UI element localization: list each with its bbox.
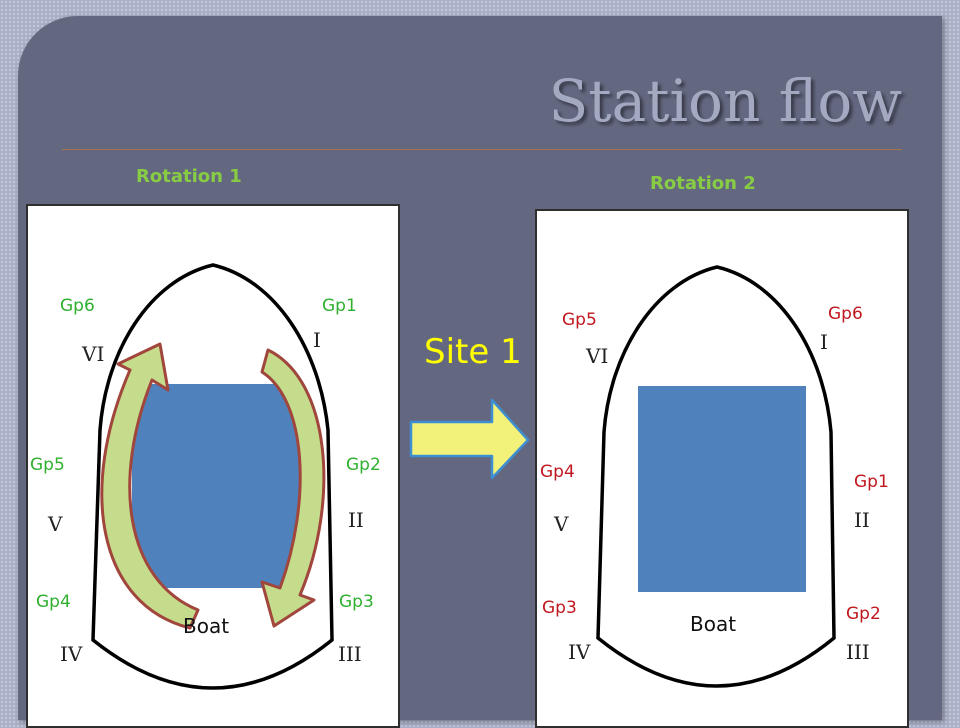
r2-group-station-iv: Gp3 [542,598,577,618]
r2-station-iv: IV [568,640,591,664]
rotation-2-label: Rotation 2 [650,173,756,194]
slide-title: Station flow [548,67,902,135]
r1-group-station-ii: Gp2 [346,455,381,475]
r2-group-station-ii: Gp1 [854,472,889,492]
r1-station-iii: III [338,642,362,666]
r1-station-vi: VI [82,342,105,366]
r2-group-station-i: Gp6 [828,304,863,324]
r1-group-station-i: Gp1 [322,296,357,316]
r2-station-iii: III [846,640,870,664]
r1-group-station-vi: Gp6 [60,296,95,316]
r2-group-station-vi: Gp5 [562,310,597,330]
r1-group-station-iii: Gp3 [339,592,374,612]
r2-station-vi: VI [586,344,609,368]
r1-group-station-v: Gp5 [30,455,65,475]
title-divider [62,149,902,150]
site-label: Site 1 [424,332,522,372]
rotation-1-flow-arrows [100,342,326,630]
r1-station-v: V [48,512,63,536]
rotation-2-boat-body [638,386,806,592]
r1-group-station-iv: Gp4 [36,592,71,612]
r1-station-iv: IV [60,642,83,666]
r2-station-i: I [820,330,828,354]
r2-group-station-v: Gp4 [540,462,575,482]
r2-boat-label: Boat [690,612,737,636]
flow-arrow-right-icon [260,348,326,628]
r2-station-v: V [554,512,569,536]
r2-group-station-iii: Gp2 [846,604,881,624]
r1-station-i: I [313,328,321,352]
r1-station-ii: II [348,508,364,532]
rotation-1-label: Rotation 1 [136,166,242,187]
rotation-1-boat-body [132,384,300,588]
r2-station-ii: II [854,508,870,532]
transition-arrow-icon [409,398,530,480]
r1-boat-label: Boat [183,614,230,638]
flow-arrow-left-icon [100,342,200,630]
